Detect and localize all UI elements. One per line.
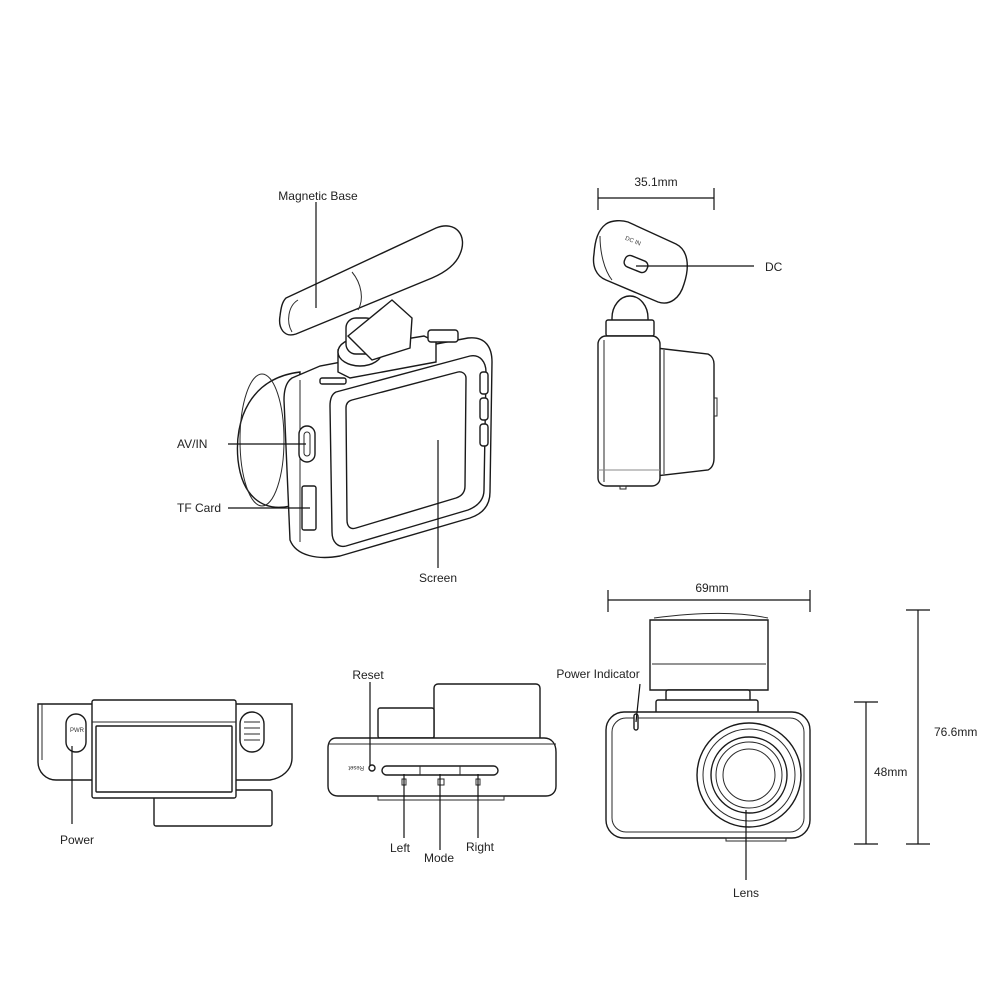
- power-marking: PWR: [70, 728, 85, 734]
- screen-label: Screen: [419, 571, 457, 585]
- reset-label: Reset: [352, 668, 384, 682]
- magnetic-base-label: Magnetic Base: [278, 189, 358, 203]
- left-label: Left: [390, 841, 411, 855]
- power-indicator-label: Power Indicator: [556, 667, 639, 681]
- mode-label: Mode: [424, 851, 454, 865]
- total-height-dimension: 76.6mm: [934, 725, 977, 739]
- lens-label: Lens: [733, 886, 759, 900]
- reset-marking: Reset: [348, 764, 364, 770]
- labels: Magnetic Base AV/IN TF Card Screen DC Po…: [60, 175, 977, 900]
- side-view: DC IN: [592, 219, 718, 490]
- dc-label: DC: [765, 260, 783, 274]
- power-label: Power: [60, 833, 94, 847]
- bottom-view: Reset: [327, 683, 557, 801]
- width-dimension: 69mm: [695, 581, 728, 595]
- depth-dimension: 35.1mm: [634, 175, 677, 189]
- body-height-dimension: 48mm: [874, 765, 907, 779]
- leader-lines: [71, 202, 754, 880]
- front-view: [605, 613, 811, 842]
- av-in-label: AV/IN: [177, 437, 207, 451]
- dc-in-marking: DC IN: [624, 236, 641, 248]
- dimension-lines: [597, 188, 930, 845]
- tf-card-label: TF Card: [177, 501, 221, 515]
- top-view: PWR: [37, 699, 293, 827]
- right-label: Right: [466, 840, 495, 854]
- perspective-view: [236, 225, 493, 559]
